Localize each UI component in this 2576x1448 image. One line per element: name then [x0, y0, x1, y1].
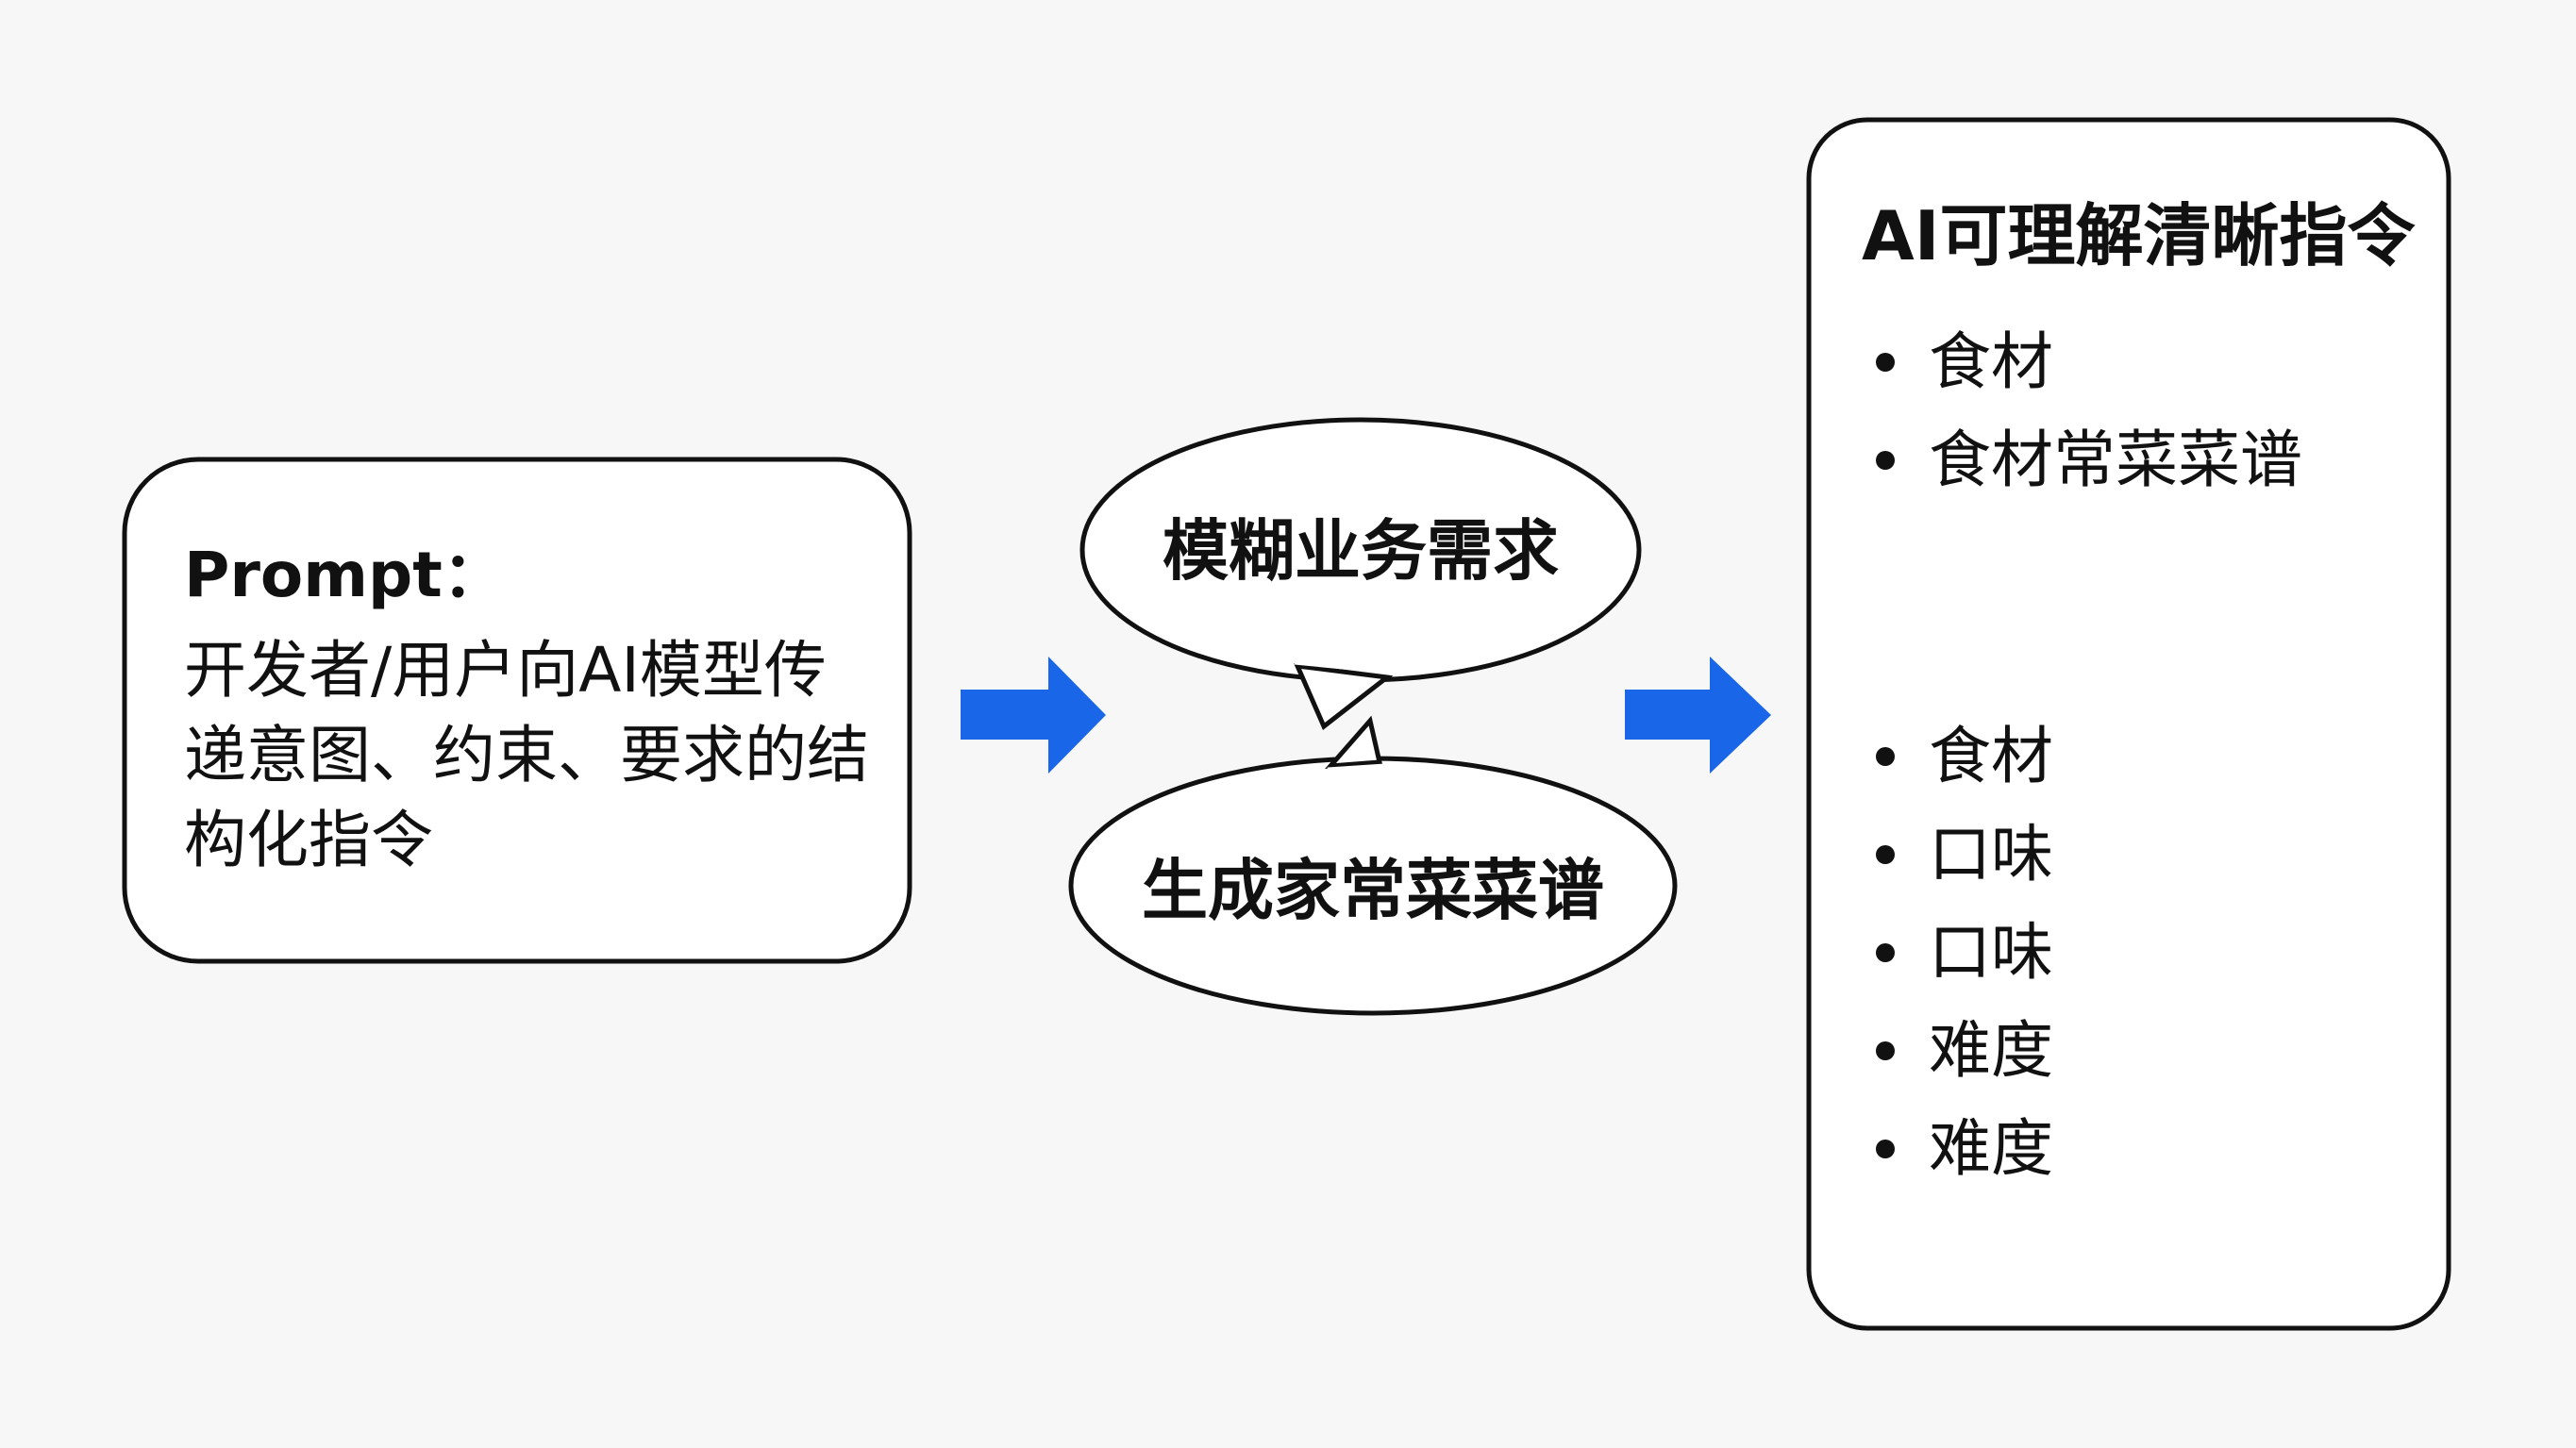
bullet-icon	[1876, 1041, 1895, 1060]
output-box-title: AI可理解清晰指令	[1862, 196, 2416, 275]
bullet-icon	[1876, 451, 1895, 470]
list-item: 食材	[1865, 313, 2302, 411]
right-arrow-icon	[961, 657, 1106, 774]
output-list-group-a: 食材 食材常菜菜谱	[1865, 313, 2302, 509]
prompt-box-description: 开发者/用户向AI模型传递意图、约束、要求的结构化指令	[184, 634, 869, 876]
bubble-top-tail	[1293, 662, 1394, 730]
bubble-bottom-label: 生成家常菜菜谱	[1142, 852, 1604, 929]
bubble-top-label: 模糊业务需求	[1163, 512, 1559, 590]
list-item: 食材	[1865, 707, 2053, 806]
prompt-box-title: Prompt：	[184, 539, 505, 611]
bullet-icon	[1876, 353, 1895, 372]
prompt-box	[122, 457, 912, 964]
bullet-icon	[1876, 943, 1895, 962]
list-item-label: 食材	[1929, 720, 2053, 792]
list-item-label: 口味	[1929, 818, 2053, 890]
list-item: 食材常菜菜谱	[1865, 411, 2302, 509]
list-item: 口味	[1865, 904, 2053, 1002]
list-item-label: 食材	[1929, 325, 2053, 398]
output-list-group-b: 食材 口味 口味 难度 难度	[1865, 707, 2053, 1198]
bubble-bottom-tail	[1325, 715, 1383, 769]
right-arrow-icon	[1625, 657, 1771, 774]
list-item-label: 难度	[1929, 1112, 2053, 1185]
bullet-icon	[1876, 1140, 1895, 1158]
output-box	[1806, 117, 2451, 1331]
list-item-label: 食材常菜菜谱	[1929, 424, 2302, 496]
bullet-icon	[1876, 747, 1895, 766]
list-item: 难度	[1865, 1002, 2053, 1100]
list-item: 口味	[1865, 806, 2053, 904]
list-item-label: 难度	[1929, 1014, 2053, 1087]
list-item-label: 口味	[1929, 916, 2053, 989]
list-item: 难度	[1865, 1100, 2053, 1198]
bullet-icon	[1876, 845, 1895, 864]
